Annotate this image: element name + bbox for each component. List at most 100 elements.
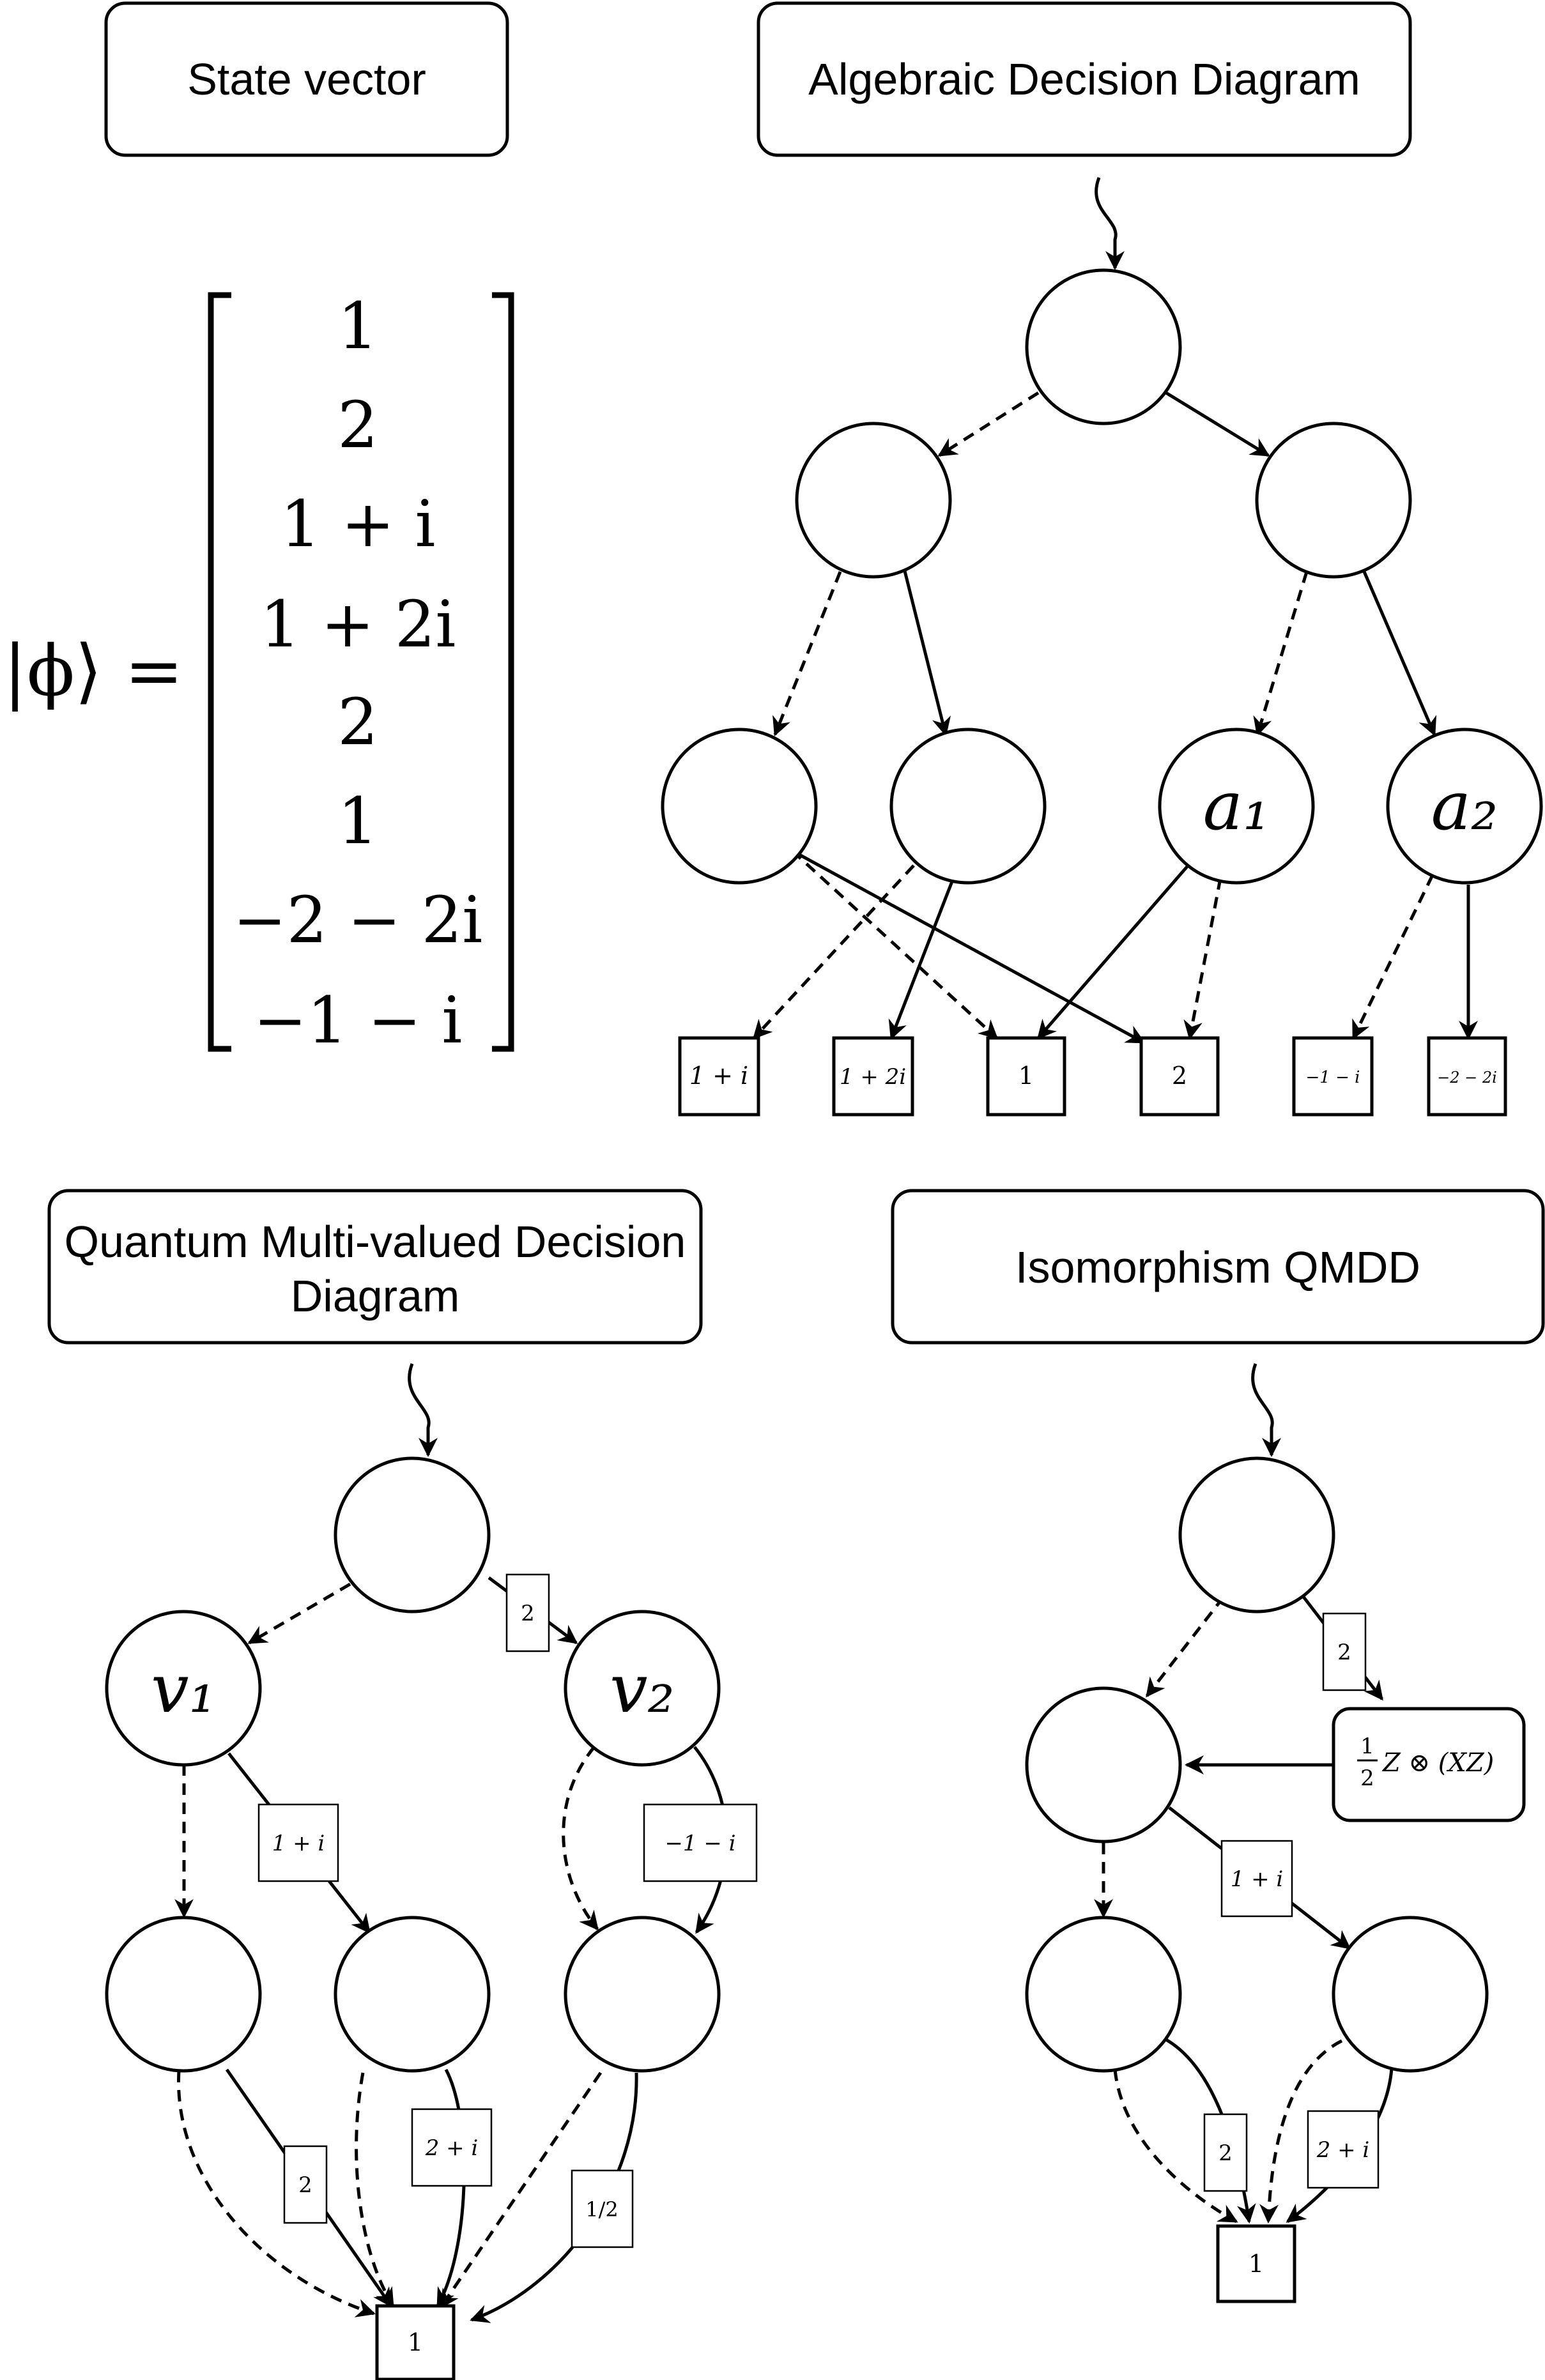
add-leaf <box>1427 1036 1507 1117</box>
add-node-a2 <box>1386 728 1543 885</box>
add-leaf-value: 1 + 2i <box>840 1064 906 1090</box>
iso-entry-edge <box>1251 1363 1281 1457</box>
qmdd-weight: 2 <box>298 2172 312 2198</box>
qmdd-weight: 2 <box>521 1601 535 1626</box>
add-edge <box>791 849 1146 1044</box>
vector-entry: 1 <box>337 289 378 363</box>
iso-root-node <box>1178 1456 1335 1613</box>
vector-entry: 2 <box>337 388 378 462</box>
qmdd-weight-box <box>283 2145 328 2224</box>
add-node <box>1255 422 1412 579</box>
add-edge <box>1362 571 1437 736</box>
iso-transform-frac-num: 1 <box>1360 1734 1374 1759</box>
qmdd-root-node <box>334 1456 491 1613</box>
add-edge <box>1351 874 1434 1040</box>
add-edge <box>888 881 954 1040</box>
right-bracket <box>492 292 514 1052</box>
qmdd-weight-labels: 2 1 + i −1 − i 2 2 + i 1/2 <box>258 1573 758 2248</box>
add-entry-edge <box>1095 177 1125 270</box>
add-edge <box>1253 571 1309 736</box>
qmdd-edges <box>174 1363 728 2323</box>
iso-node <box>1332 1916 1489 2073</box>
qmdd-weight-box <box>258 1803 339 1882</box>
vector-entry: 1 <box>337 784 378 858</box>
qmdd-weight-box <box>571 2169 634 2248</box>
iso-transform-expr: Z ⊗ (XZ) <box>1381 1748 1494 1778</box>
add-leaf-value: −1 − i <box>1306 1068 1360 1087</box>
add-root-node <box>1025 268 1182 425</box>
iso-title-box <box>891 1189 1545 1345</box>
iso-title: Isomorphism QMDD <box>1015 1242 1420 1292</box>
add-edge <box>1183 878 1222 1040</box>
add-title-box <box>757 1 1412 157</box>
state-vector-panel: State vector |ϕ⟩ = 1 2 1 + i 1 + 2i 2 1 … <box>3 1 514 1058</box>
iso-edge <box>1146 1596 1225 1698</box>
add-edge <box>752 864 915 1040</box>
add-leaf-value: 1 + i <box>689 1062 748 1090</box>
add-edge <box>791 850 999 1040</box>
qmdd-edge <box>177 2070 376 2317</box>
iso-weight-box <box>1307 2110 1380 2189</box>
iso-weight-box <box>1220 1840 1293 1918</box>
state-vector-lhs: |ϕ⟩ = <box>3 630 183 712</box>
vector-entry: 2 <box>337 685 378 759</box>
vector-entry: 1 + 2i <box>260 587 456 662</box>
add-edge <box>937 391 1040 457</box>
qmdd-weight: −1 − i <box>665 1831 735 1856</box>
iso-node <box>1025 1686 1182 1843</box>
iso-transform-box <box>1332 1707 1526 1822</box>
qmdd-edge <box>436 2068 466 2308</box>
qmdd-entry-edge <box>408 1363 438 1457</box>
vector-entry: −2 − 2i <box>233 883 482 957</box>
qmdd-weight-box <box>505 1573 550 1652</box>
iso-weight: 2 <box>1337 1640 1351 1665</box>
iso-edge <box>1113 2069 1238 2224</box>
qmdd-node-v1 <box>105 1610 262 1767</box>
iso-terminal-value: 1 <box>1249 2250 1264 2278</box>
qmdd-title-line2: Diagram <box>291 1271 460 1321</box>
vector-entry: 1 + i <box>281 487 436 561</box>
qmdd-weight-box <box>643 1803 758 1882</box>
add-edge <box>1037 862 1191 1040</box>
add-leaf-value: 2 <box>1172 1062 1187 1090</box>
add-node-a1-label: a₁ <box>1203 767 1270 845</box>
qmdd-title-line1: Quantum Multi-valued Decision <box>65 1217 686 1267</box>
iso-weight: 1 + i <box>1231 1866 1284 1892</box>
add-leaf <box>986 1036 1066 1117</box>
add-panel: Algebraic Decision Diagram a₁ <box>661 1 1543 1117</box>
add-edges <box>752 177 1478 1044</box>
iso-weight-labels: 2 1 + i 2 2 + i <box>1203 1612 1380 2192</box>
qmdd-node-v1-label: v₁ <box>151 1650 215 1728</box>
state-vector-title-box <box>104 1 509 157</box>
qmdd-node <box>105 1916 262 2073</box>
qmdd-weight: 1/2 <box>585 2197 619 2222</box>
qmdd-node-v2 <box>564 1610 721 1767</box>
add-edge <box>772 571 842 736</box>
iso-weight: 2 + i <box>1316 2137 1370 2163</box>
add-leaf-value: −2 − 2i <box>1437 1069 1497 1087</box>
add-leaf-value: 1 <box>1018 1062 1034 1090</box>
qmdd-edge <box>355 2072 395 2308</box>
qmdd-weight: 2 + i <box>425 2135 479 2161</box>
iso-terminal <box>1216 2224 1296 2303</box>
qmdd-terminal-value: 1 <box>408 2328 423 2356</box>
iso-panel: Isomorphism QMDD 2 1 + i 2 2 + i <box>891 1189 1545 2303</box>
qmdd-weight-box <box>411 2108 493 2187</box>
add-title: Algebraic Decision Diagram <box>808 54 1360 104</box>
iso-transform-frac-den: 2 <box>1360 1766 1374 1791</box>
add-edge <box>1165 391 1270 457</box>
qmdd-node-v2-label: v₂ <box>610 1650 674 1728</box>
add-node <box>795 422 952 579</box>
qmdd-panel: Quantum Multi-valued Decision Diagram 2 … <box>47 1189 758 2380</box>
iso-node <box>1025 1916 1182 2073</box>
add-node-a2-label: a₂ <box>1431 767 1498 845</box>
add-node-a1 <box>1158 728 1315 885</box>
state-vector-entries: 1 2 1 + i 1 + 2i 2 1 −2 − 2i −1 − i <box>233 289 482 1058</box>
add-leaf <box>678 1036 760 1117</box>
add-leaf <box>1139 1036 1220 1117</box>
iso-weight-box <box>1203 2113 1248 2192</box>
qmdd-title-box <box>47 1189 703 1345</box>
vector-entry: −1 − i <box>254 983 463 1058</box>
qmdd-edge <box>562 1746 599 1931</box>
